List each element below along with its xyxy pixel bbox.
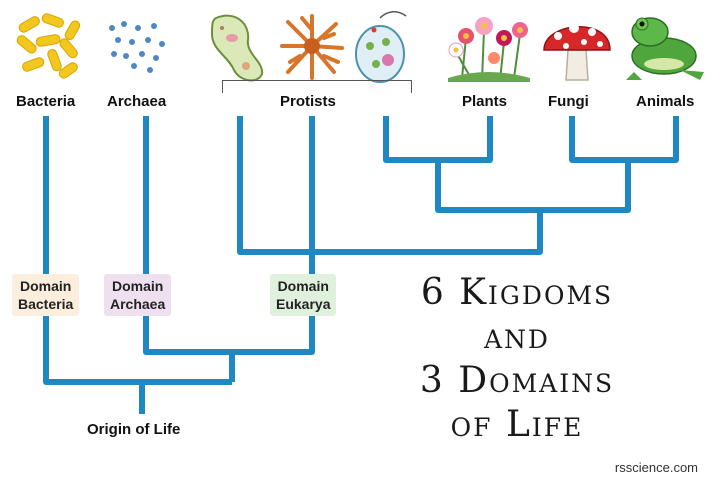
label-bacteria: Bacteria xyxy=(16,93,76,110)
domain-eukarya-line1: Domain xyxy=(277,278,329,294)
archaea-icon xyxy=(109,21,165,73)
euglena-icon xyxy=(355,11,407,83)
domain-eukarya-line2: Eukarya xyxy=(276,296,331,312)
title-line2: and xyxy=(484,316,550,357)
domain-eukarya-box: Domain Eukarya xyxy=(270,274,337,316)
title-line3: 3 Domains xyxy=(419,360,615,401)
flowers-icon xyxy=(448,17,530,82)
domain-bacteria-line1: Domain xyxy=(19,278,72,294)
credit: rsscience.com xyxy=(614,460,698,475)
mushroom-icon xyxy=(543,23,611,81)
label-protists: Protists xyxy=(280,93,336,110)
label-plants: Plants xyxy=(462,93,508,110)
slime-mold-icon xyxy=(280,14,344,80)
branch-bacteria xyxy=(43,116,232,385)
label-archaea: Archaea xyxy=(107,93,167,110)
label-origin-of-life: Origin of Life xyxy=(87,421,181,438)
bacteria-icon xyxy=(16,13,81,79)
branch-plants xyxy=(383,116,493,163)
domain-archaea-line1: Domain xyxy=(111,278,164,294)
title-line4: of Life xyxy=(450,404,584,445)
label-animals: Animals xyxy=(636,93,695,110)
title-line1: 6 Kigdoms xyxy=(420,272,614,313)
domain-archaea-line2: Archaea xyxy=(110,296,166,312)
branch-plants-opisthokonts xyxy=(435,160,631,213)
domain-archaea-box: Domain Archaea xyxy=(104,274,172,316)
label-fungi: Fungi xyxy=(548,93,589,110)
protists-bracket xyxy=(222,80,412,93)
branch-fungi-animals xyxy=(569,116,679,163)
branch-archaea-eukarya xyxy=(143,116,315,355)
branch-eukarya-crown xyxy=(237,116,543,255)
domain-bacteria-line2: Bacteria xyxy=(18,296,74,312)
domain-bacteria-box: Domain Bacteria xyxy=(12,274,80,316)
frog-icon xyxy=(626,17,704,80)
